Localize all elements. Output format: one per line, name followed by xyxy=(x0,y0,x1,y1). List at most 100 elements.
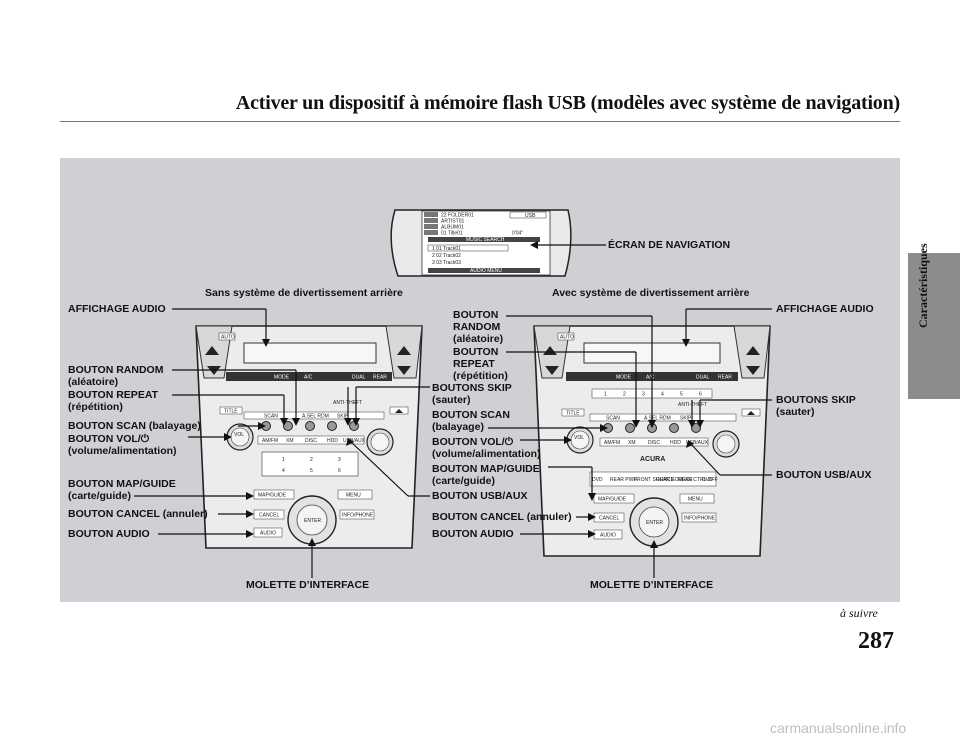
label-left-map-sub: (carte/guide) xyxy=(68,490,132,502)
right-preset-6: 6 xyxy=(699,392,702,398)
label-mid-audio: BOUTON AUDIO xyxy=(432,528,514,540)
screen-track-3: 3 03 Track03 xyxy=(432,260,461,266)
label-left-map: BOUTON MAP/GUIDE xyxy=(68,478,176,490)
left-enter-label: ENTER xyxy=(304,518,321,524)
left-random-label: A.SEL RDM xyxy=(302,414,329,420)
right-dvd-6: DVD xyxy=(702,477,713,483)
screen-artist: ARTIST01 xyxy=(441,219,464,225)
left-scan-label: SCAN xyxy=(264,414,278,420)
right-usbaux-label: USB/AUX xyxy=(686,440,709,446)
right-disc-label: DISC xyxy=(648,440,660,446)
right-audio-label: AUDIO xyxy=(600,533,616,539)
right-dual-label: DUAL xyxy=(696,375,710,381)
label-mid-skip: BOUTONS SKIP xyxy=(432,382,512,394)
label-right-audio-display: AFFICHAGE AUDIO xyxy=(776,303,874,315)
left-xm-label: XM xyxy=(286,438,294,444)
screen-album: ALBUM01 xyxy=(441,225,464,231)
navigation-screen: 22 FOLDER01 ARTIST01 ALBUM01 01 Title01 … xyxy=(390,209,572,277)
right-dvd-3: FRONT SOURCE xyxy=(634,477,675,483)
right-skip-label: SKIP xyxy=(680,416,692,422)
left-preset-6: 6 xyxy=(338,468,341,474)
left-menu-label: MENU xyxy=(346,493,361,499)
screen-mode: USB xyxy=(525,213,536,219)
right-preset-2: 2 xyxy=(623,392,626,398)
right-menu-label: MENU xyxy=(688,497,703,503)
label-nav-screen: ÉCRAN DE NAVIGATION xyxy=(608,239,731,251)
label-left-vol: BOUTON VOL/⏻ xyxy=(68,433,150,445)
right-cancel-label: CANCEL xyxy=(599,516,620,522)
page-number: 287 xyxy=(858,628,894,654)
right-brand-label: ACURA xyxy=(640,456,665,463)
left-console: AUTO MODE A/C DUAL REAR ANTI-THEFT TITLE… xyxy=(195,325,423,549)
left-preset-5: 5 xyxy=(310,468,313,474)
label-left-audio-display: AFFICHAGE AUDIO xyxy=(68,303,166,315)
right-mapguide-label: MAP/GUIDE xyxy=(598,497,627,503)
left-vol-label: VOL xyxy=(234,432,244,438)
right-enter-label: ENTER xyxy=(646,520,663,526)
left-dual-label: DUAL xyxy=(352,375,366,381)
label-mid-dial: MOLETTE D’INTERFACE xyxy=(590,579,714,591)
label-right-usb: BOUTON USB/AUX xyxy=(776,469,872,481)
screen-search-label: MUSIC SEARCH xyxy=(466,237,505,243)
left-preset-2: 2 xyxy=(310,457,313,463)
label-mid-scan-sub: (balayage) xyxy=(432,421,484,433)
left-cancel-label: CANCEL xyxy=(259,513,280,519)
right-preset-1: 1 xyxy=(604,392,607,398)
left-preset-3: 3 xyxy=(338,457,341,463)
right-dvd-1: DVD xyxy=(592,477,603,483)
label-mid-map: BOUTON MAP/GUIDE xyxy=(432,463,540,475)
label-mid-repeat-sub: (répétition) xyxy=(453,370,508,382)
left-usbaux-label: USB/AUX xyxy=(343,438,366,444)
screen-track-2: 2 02 Track02 xyxy=(432,253,461,259)
left-title-label: TITLE xyxy=(224,409,238,415)
left-infophone-label: INFO/PHONE xyxy=(342,513,374,519)
right-vol-label: VOL xyxy=(574,435,584,441)
label-mid-random-a: BOUTON xyxy=(453,309,499,321)
label-left-vol-sub: (volume/alimentation) xyxy=(68,445,177,457)
leader-lines xyxy=(134,244,772,578)
label-left-cancel: BOUTON CANCEL (annuler) xyxy=(68,508,208,520)
label-mid-vol: BOUTON VOL/⏻ xyxy=(432,436,514,448)
label-left-repeat-sub: (répétition) xyxy=(68,401,123,413)
left-preset-1: 1 xyxy=(282,457,285,463)
right-preset-4: 4 xyxy=(661,392,664,398)
right-dvd-4: REAR SOURCE xyxy=(656,477,693,483)
label-left-audio: BOUTON AUDIO xyxy=(68,528,150,540)
label-mid-repeat-b: REPEAT xyxy=(453,358,495,370)
right-dvd-2: REAR PWR xyxy=(610,477,637,483)
left-auto-label: AUTO xyxy=(221,335,235,341)
right-xm-label: XM xyxy=(628,440,636,446)
screen-time: 0'04" xyxy=(512,231,523,237)
screen-title: 01 Title01 xyxy=(441,231,463,237)
screen-folder: 22 FOLDER01 xyxy=(441,213,474,219)
label-mid-usb: BOUTON USB/AUX xyxy=(432,490,528,502)
right-title-label: TITLE xyxy=(566,411,580,417)
right-ac-label: A/C xyxy=(646,375,655,381)
left-skip-label: SKIP xyxy=(337,414,349,420)
label-left-scan: BOUTON SCAN (balayage) xyxy=(68,420,201,432)
left-disc-label: DISC xyxy=(305,438,317,444)
label-without-rear: Sans système de divertissement arrière xyxy=(205,287,403,299)
label-mid-random-sub: (aléatoire) xyxy=(453,333,504,345)
right-scan-label: SCAN xyxy=(606,416,620,422)
right-rear-label: REAR xyxy=(718,375,732,381)
label-left-random: BOUTON RANDOM xyxy=(68,364,164,376)
title-rule xyxy=(60,121,900,122)
footer-watermark: carmanualsonline.info xyxy=(770,720,907,736)
right-dvd-5: REAR CTRL OFF xyxy=(678,477,718,483)
left-preset-4: 4 xyxy=(282,468,285,474)
label-mid-cancel: BOUTON CANCEL (annuler) xyxy=(432,511,572,523)
label-left-dial: MOLETTE D’INTERFACE xyxy=(246,579,370,591)
left-audio-label: AUDIO xyxy=(260,531,276,537)
page-title: Activer un dispositif à mémoire flash US… xyxy=(235,92,900,114)
label-right-skip-sub: (sauter) xyxy=(776,406,815,418)
continued-note: à suivre xyxy=(840,606,878,620)
label-mid-random-b: RANDOM xyxy=(453,321,501,333)
left-mapguide-label: MAP/GUIDE xyxy=(258,493,287,499)
right-mode-label: MODE xyxy=(616,375,632,381)
label-mid-repeat-a: BOUTON xyxy=(453,346,499,358)
side-tab xyxy=(908,253,960,399)
screen-menu-label: AUDIO MENU xyxy=(470,268,502,274)
right-infophone-label: INFO/PHONE xyxy=(684,516,716,522)
